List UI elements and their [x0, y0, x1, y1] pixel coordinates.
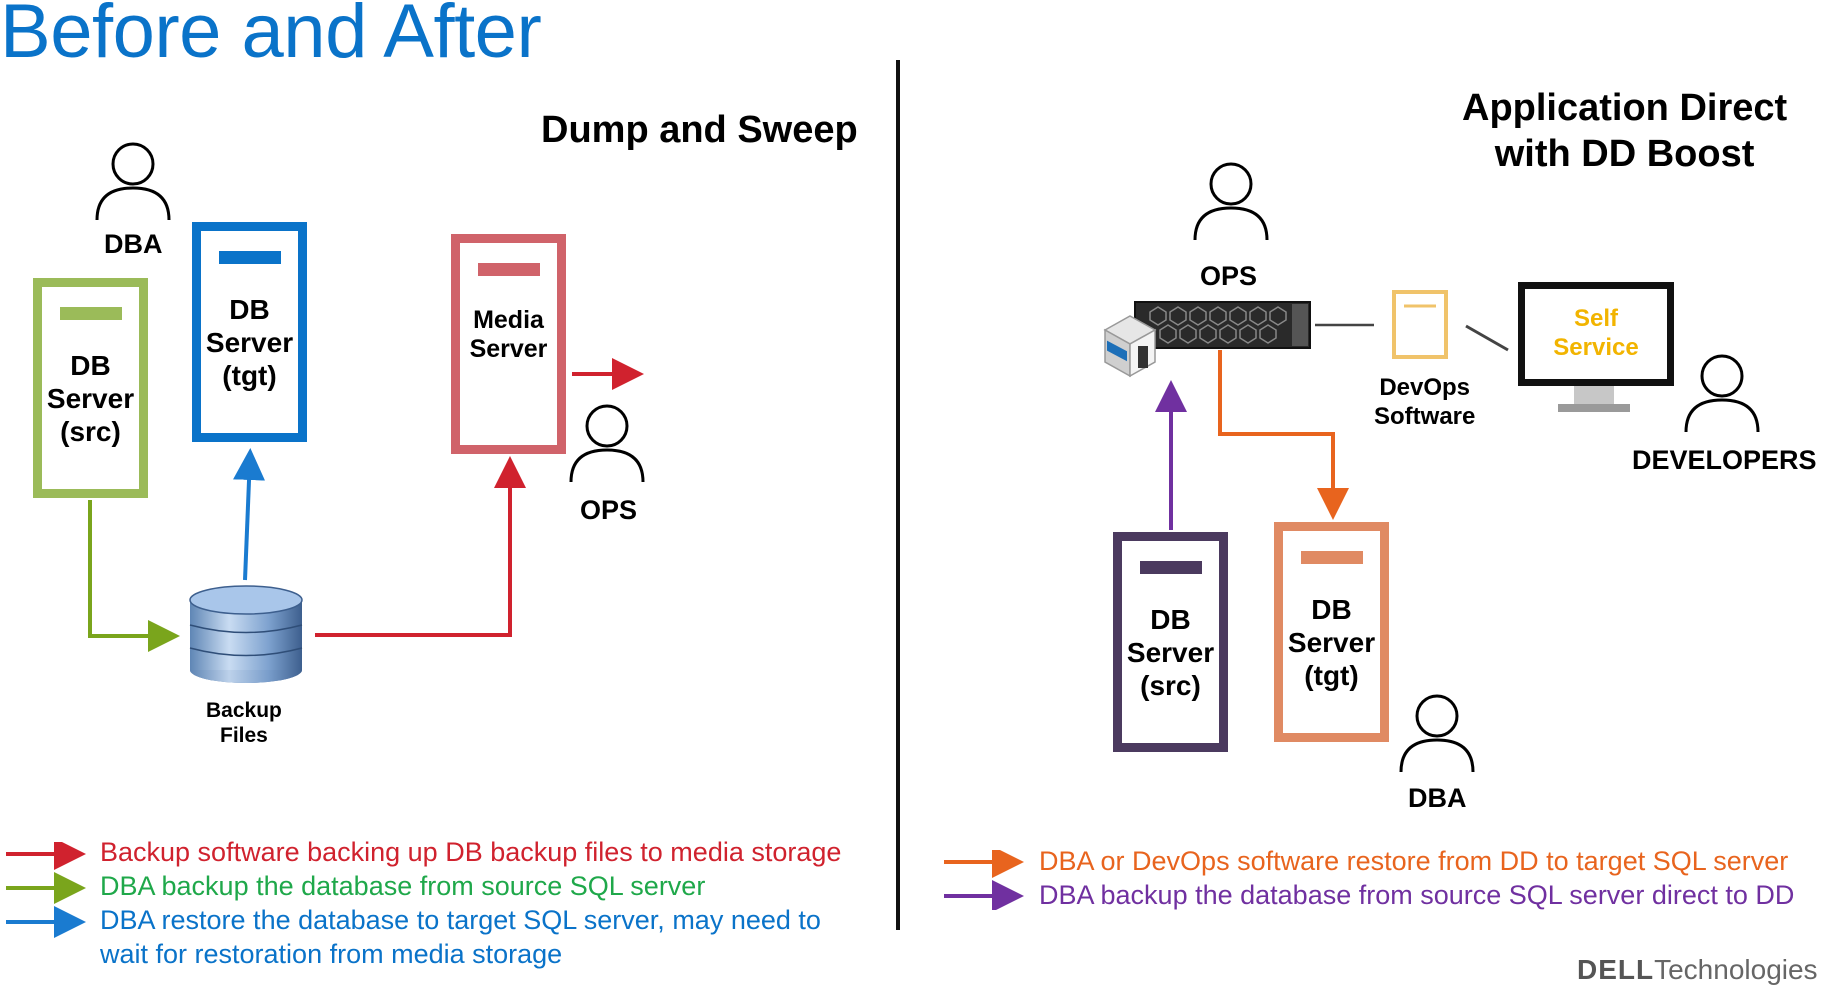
right-legend-arrows	[944, 850, 1024, 910]
db-server-tgt: DB Server (tgt)	[192, 222, 307, 442]
ops-label: OPS	[1200, 261, 1258, 291]
server-bar	[59, 307, 122, 320]
left-legend-arrows	[6, 842, 86, 938]
devops-document-icon	[1392, 290, 1448, 359]
data-domain-appliance-icon	[1134, 301, 1311, 349]
brand-bold: DELL	[1577, 954, 1655, 985]
legend-text: Backup software backing up DB backup fil…	[100, 837, 842, 867]
server-bar	[1300, 551, 1363, 564]
server-line: Server	[205, 326, 294, 358]
server-line: (src)	[60, 415, 121, 447]
server-line: DB	[229, 294, 270, 325]
server-line: Server	[1287, 626, 1376, 658]
ops-person-icon	[1193, 162, 1269, 241]
devops-line: DevOps	[1379, 374, 1471, 401]
dba-person-icon	[1399, 694, 1475, 773]
page-title: Before and After	[0, 0, 542, 74]
orange-arrow-dd-to-tgt	[1218, 350, 1349, 520]
green-arrow-src-to-backup	[88, 500, 180, 652]
developers-label: DEVELOPERS	[1632, 445, 1817, 475]
server-line: Media	[473, 306, 544, 334]
server-line: Server	[469, 335, 548, 364]
server-line: DB	[1150, 604, 1191, 635]
left-heading: Dump and Sweep	[541, 109, 858, 151]
legend-text: DBA backup the database from source SQL …	[100, 871, 706, 901]
dba-label: DBA	[1408, 783, 1467, 813]
db-server-tgt: DB Server (tgt)	[1274, 522, 1389, 742]
blue-arrow-backup-to-tgt	[233, 448, 266, 581]
ddve-cube-icon	[1103, 315, 1157, 378]
backup-files-label: Backup Files	[206, 698, 282, 748]
dba-label: DBA	[104, 229, 163, 259]
self-service-line: Service	[1553, 334, 1639, 361]
brand-rest: Technologies	[1654, 954, 1818, 985]
server-bar	[477, 263, 540, 276]
backup-files-line: Backup	[206, 699, 282, 722]
ops-label: OPS	[580, 495, 638, 525]
server-line: DB	[70, 350, 111, 381]
right-heading: Application Direct with DD Boost	[1462, 86, 1787, 177]
legend-text: wait for restoration from media storage	[100, 939, 563, 969]
dba-person-icon	[95, 142, 171, 221]
section-divider	[896, 60, 900, 930]
server-bar	[218, 251, 281, 264]
developers-person-icon	[1684, 354, 1760, 433]
db-server-src: DB Server (src)	[1113, 532, 1228, 752]
devops-to-monitor-line	[1465, 324, 1509, 352]
dell-technologies-logo: DELLTechnologies	[1577, 954, 1818, 986]
devops-line: Software	[1374, 402, 1476, 430]
server-line: (src)	[1140, 669, 1201, 701]
backup-files-line: Files	[220, 724, 268, 748]
server-bar	[1139, 561, 1202, 574]
self-service-monitor[interactable]: Self Service	[1518, 282, 1674, 386]
media-server: Media Server	[451, 234, 566, 454]
right-heading-line: with DD Boost	[1494, 132, 1755, 175]
self-service-line: Self	[1573, 305, 1618, 333]
ops-person-icon	[569, 404, 645, 483]
monitor-stand-icon	[1558, 386, 1630, 412]
database-cylinder-icon	[189, 585, 303, 683]
red-arrow-backup-to-media	[315, 456, 526, 637]
server-line: (tgt)	[1304, 659, 1359, 691]
server-line: DB	[1311, 594, 1352, 625]
server-line: (tgt)	[222, 359, 277, 391]
server-line: Server	[1126, 636, 1215, 668]
right-heading-line: Application Direct	[1462, 87, 1788, 129]
devops-label: DevOps Software	[1374, 374, 1475, 432]
legend-text: DBA or DevOps software restore from DD t…	[1039, 846, 1789, 876]
legend-text: DBA restore the database to target SQL s…	[100, 905, 821, 935]
legend-text: DBA backup the database from source SQL …	[1039, 880, 1795, 910]
db-server-src: DB Server (src)	[33, 278, 148, 498]
server-line: Server	[46, 382, 135, 414]
